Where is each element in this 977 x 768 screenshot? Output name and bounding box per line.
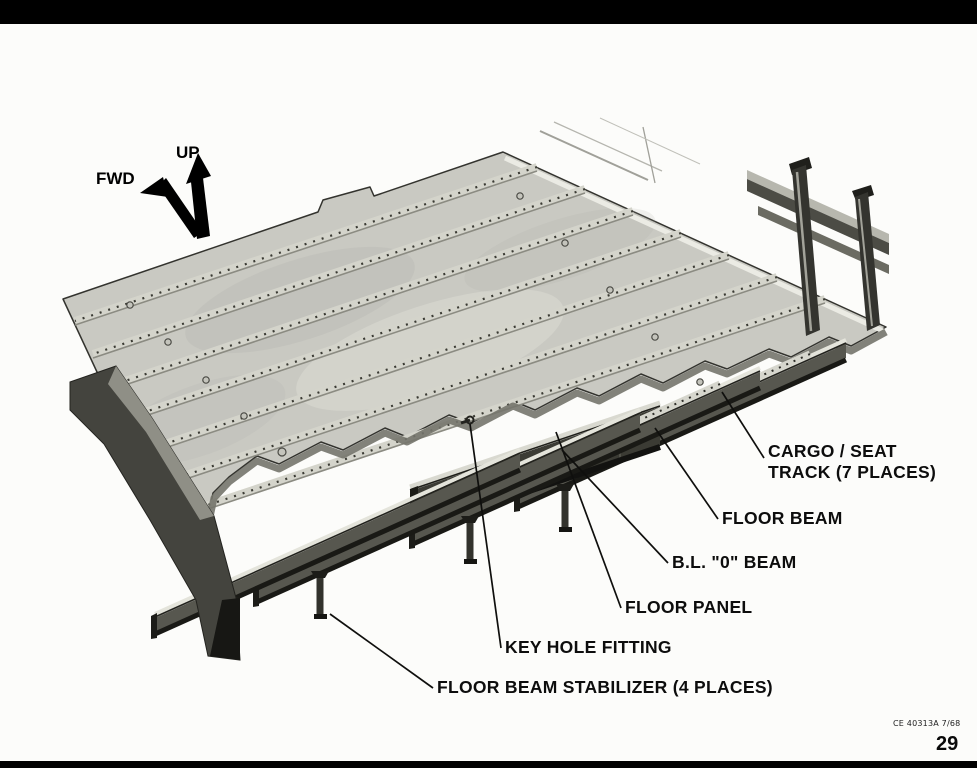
- seat-track: [125, 229, 683, 423]
- rivet: [164, 338, 172, 346]
- axis-indicator-icon: [140, 153, 211, 239]
- leader-line-floor-beam: [654, 427, 719, 520]
- seat-track: [73, 163, 539, 326]
- callout-key-hole-fitting: KEY HOLE FITTING: [505, 637, 672, 657]
- seat-track: [160, 273, 779, 488]
- up-axis-label: UP: [176, 143, 200, 162]
- rivet: [561, 239, 569, 247]
- rivet: [126, 301, 134, 309]
- figure-code: CE 40313A 7/68: [893, 719, 961, 728]
- rivet: [240, 412, 248, 420]
- rivet: [651, 333, 659, 341]
- callout-cargo-seat-track: CARGO / SEAT TRACK (7 PLACES): [768, 441, 937, 483]
- seat-track: [108, 207, 635, 391]
- aft-frame-lines: [539, 117, 701, 184]
- leader-line-bl-0-beam: [561, 449, 669, 564]
- top-black-bar: [0, 0, 977, 24]
- leader-line-cargo-seat-track: [721, 391, 765, 459]
- rivet: [696, 378, 704, 386]
- torn-panel-edge: [197, 328, 888, 561]
- leader-line-key-hole-fitting: [469, 423, 502, 649]
- cargo-seat-track-rail: [852, 185, 880, 331]
- callout-bl-0-beam: B.L. "0" BEAM: [672, 552, 797, 572]
- floor-beam-stabilizer-shape: [461, 516, 479, 564]
- rivet: [202, 376, 210, 384]
- fwd-arrow-icon: [140, 177, 203, 238]
- keyhole-fitting-mark: [460, 415, 475, 425]
- leader-line-floor-panel: [555, 431, 622, 609]
- left-torn-structure: [69, 365, 241, 661]
- panel-fastener-group: [126, 192, 704, 457]
- seat-track-group: [73, 163, 827, 520]
- floor-beam-stabilizer-shape: [311, 571, 329, 619]
- aft-frame-structure: [747, 157, 889, 336]
- rivet: [277, 447, 287, 457]
- callout-floor-beam-stabilizer: FLOOR BEAM STABILIZER (4 PLACES): [437, 677, 773, 697]
- floor-beam-stabilizer-shape: [556, 484, 574, 532]
- page-number: 29: [936, 733, 959, 755]
- leader-line-floor-beam-stabilizer: [329, 613, 434, 689]
- rivet: [516, 192, 524, 200]
- rivet: [606, 286, 614, 294]
- bottom-black-bar: [0, 761, 977, 768]
- callout-floor-panel: FLOOR PANEL: [625, 597, 753, 617]
- fwd-axis-label: FWD: [96, 169, 135, 188]
- seat-track: [91, 185, 587, 359]
- cargo-seat-track-rail: [789, 157, 820, 336]
- leader-line-group: [329, 391, 765, 689]
- callout-floor-beam: FLOOR BEAM: [722, 508, 843, 528]
